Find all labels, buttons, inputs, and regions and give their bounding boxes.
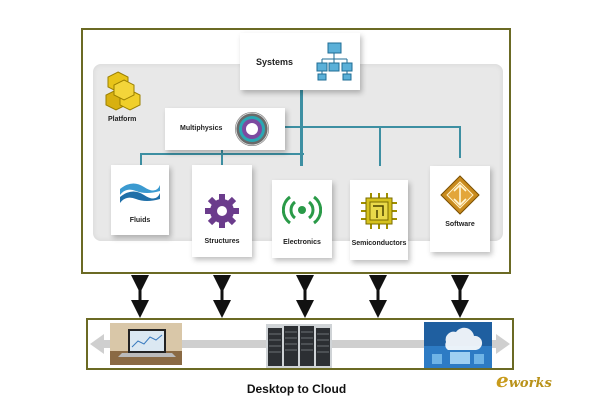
structures-label: Structures xyxy=(204,238,240,245)
systems-label: Systems xyxy=(256,57,294,67)
gear-icon xyxy=(205,194,239,228)
chip-icon xyxy=(361,193,397,229)
caption: Desktop to Cloud xyxy=(246,382,347,396)
software-connector xyxy=(459,126,461,158)
signal-waves-icon xyxy=(282,195,322,225)
platform-cubes-icon xyxy=(105,71,141,111)
software-diamond-icon xyxy=(440,175,480,215)
laptop-desktop-image xyxy=(110,323,182,365)
software-label: Software xyxy=(445,221,475,228)
electronics-card: Electronics xyxy=(272,180,332,258)
logo-e: e xyxy=(496,368,509,392)
structures-card: Structures xyxy=(192,165,252,257)
server-rack-image xyxy=(266,324,332,368)
cloud-computing-image xyxy=(424,322,492,368)
systems-connector xyxy=(300,90,303,166)
platform-label: Platform xyxy=(108,116,137,123)
electronics-label: Electronics xyxy=(283,239,321,246)
horizontal-connector xyxy=(285,126,461,128)
semiconductors-label: Semiconductors xyxy=(351,240,407,247)
semiconductors-connector xyxy=(379,126,381,166)
multiphysics-card: Multiphysics xyxy=(165,108,285,150)
fluids-connector xyxy=(140,153,142,165)
network-hierarchy-icon xyxy=(316,42,353,81)
structures-connector xyxy=(221,140,223,165)
multiphysics-ring-icon xyxy=(235,112,269,146)
semiconductors-card: Semiconductors xyxy=(350,180,408,260)
fluid-wave-icon xyxy=(120,183,160,203)
software-card: Software xyxy=(430,166,490,252)
eworks-watermark-logo: eworks xyxy=(496,368,552,392)
systems-card: Systems xyxy=(240,33,360,90)
multiphysics-label: Multiphysics xyxy=(180,125,223,132)
fluids-label: Fluids xyxy=(129,217,151,224)
fluids-card: Fluids xyxy=(111,165,169,235)
logo-rest: works xyxy=(508,376,552,391)
